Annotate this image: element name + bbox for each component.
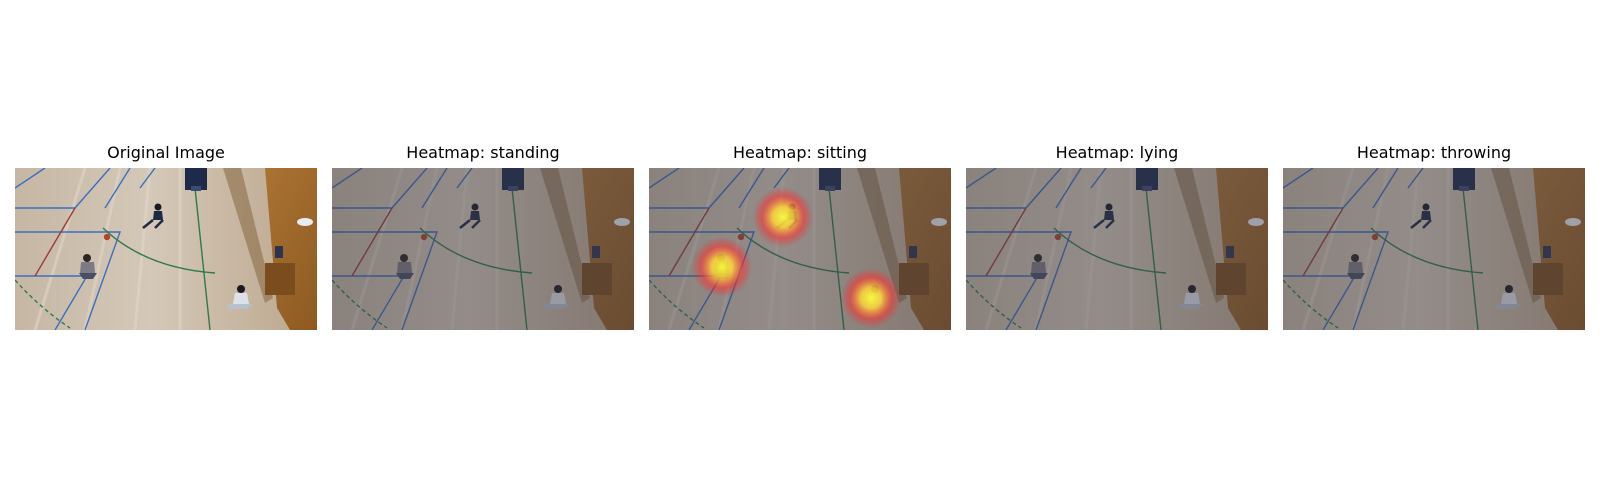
gym-scene bbox=[15, 168, 317, 330]
gym-scene bbox=[332, 168, 634, 330]
panel-original: Original Image bbox=[15, 140, 317, 330]
panel-standing: Heatmap: standing bbox=[332, 140, 634, 330]
heat-blob-person-left bbox=[692, 237, 752, 297]
gym-scene bbox=[966, 168, 1268, 330]
gym-image-heatmap-lying bbox=[966, 168, 1268, 330]
panel-title: Heatmap: sitting bbox=[732, 143, 868, 162]
heatmap-dim-overlay bbox=[332, 168, 634, 330]
panel-sitting: Heatmap: sitting bbox=[649, 140, 951, 330]
heat-blob-person-lower-right bbox=[841, 268, 901, 328]
gym-image-heatmap-standing bbox=[332, 168, 634, 330]
gym-scene bbox=[1283, 168, 1585, 330]
heat-blob-person-upper-middle bbox=[753, 187, 813, 247]
panel-title: Heatmap: throwing bbox=[1356, 143, 1512, 162]
panel-throwing: Heatmap: throwing bbox=[1283, 140, 1585, 330]
heatmap-dim-overlay bbox=[1283, 168, 1585, 330]
panel-title: Heatmap: standing bbox=[406, 143, 560, 162]
heatmap-dim-overlay bbox=[966, 168, 1268, 330]
panel-title: Original Image bbox=[107, 143, 225, 162]
gym-image-heatmap-sitting bbox=[649, 168, 951, 330]
panel-title: Heatmap: lying bbox=[1055, 143, 1179, 162]
gym-scene bbox=[649, 168, 951, 330]
panel-lying: Heatmap: lying bbox=[966, 140, 1268, 330]
gym-image-heatmap-throwing bbox=[1283, 168, 1585, 330]
gym-image-original bbox=[15, 168, 317, 330]
